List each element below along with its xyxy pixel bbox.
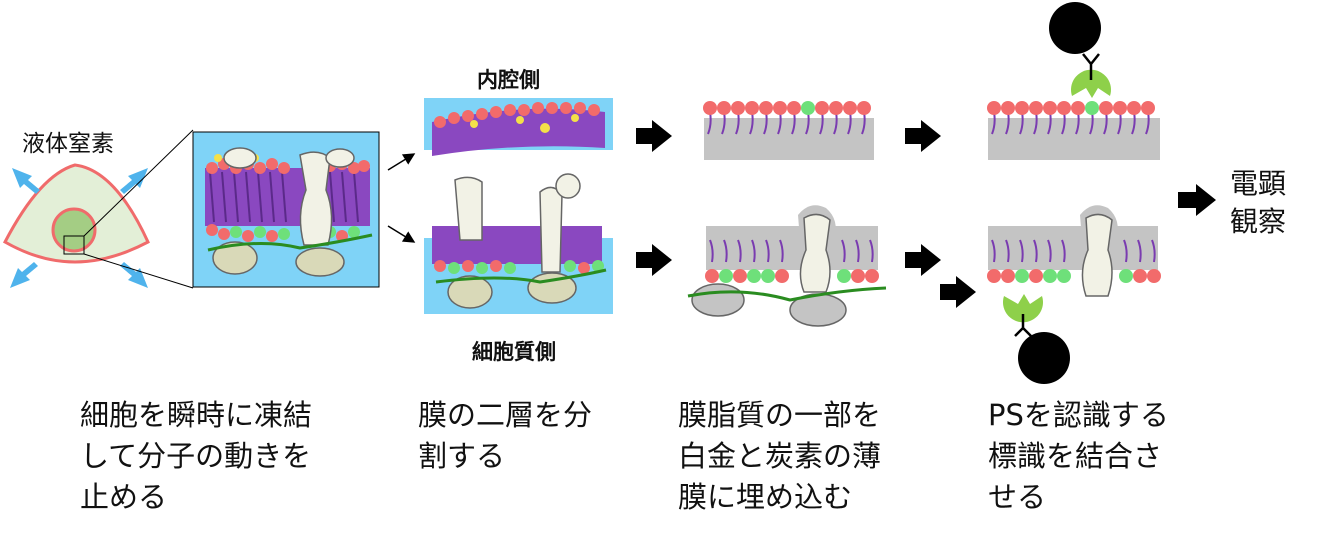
zoom-line-top [83, 129, 194, 237]
lumen-leaflet [424, 98, 613, 156]
step-arrow-3 [1178, 184, 1216, 216]
step-arrow-2a [905, 120, 941, 152]
lumen-side-label: 内腔側 [477, 68, 540, 92]
replica-bottom [687, 205, 887, 327]
step-arrow-2b [905, 244, 941, 276]
split-arrow-up [387, 153, 416, 171]
liquid-nitrogen-arrows [10, 168, 148, 288]
membrane-zoom-panel [192, 131, 380, 288]
cytoplasm-side-label: 細胞質側 [472, 340, 556, 364]
em-observation-label: 電顕 観察 [1230, 167, 1287, 238]
split-arrow-down [387, 225, 416, 243]
replica-top [703, 101, 874, 160]
cytoplasm-leaflet [424, 173, 613, 314]
zoom-line-bottom [83, 253, 194, 289]
labeled-replica-top [987, 2, 1160, 160]
step-arrow-1b [636, 244, 672, 276]
step-2-caption: 膜の二層を分 割する [418, 398, 593, 473]
step-arrow-1a [636, 120, 672, 152]
step-1-caption: 細胞を瞬時に凍結 して分子の動きを 止める [80, 398, 313, 514]
liquid-nitrogen-label: 液体窒素 [22, 131, 114, 157]
labeled-replica-bottom [987, 205, 1161, 384]
gold-particle-icon [1018, 332, 1070, 384]
step-4-caption: PSを認識する 標識を結合さ せる [988, 398, 1169, 514]
step-arrow-2c [940, 276, 976, 308]
gold-particle-icon [1049, 2, 1101, 54]
cell-illustration [3, 163, 150, 264]
step-3-caption: 膜脂質の一部を 白金と炭素の薄 膜に埋め込む [678, 398, 882, 514]
